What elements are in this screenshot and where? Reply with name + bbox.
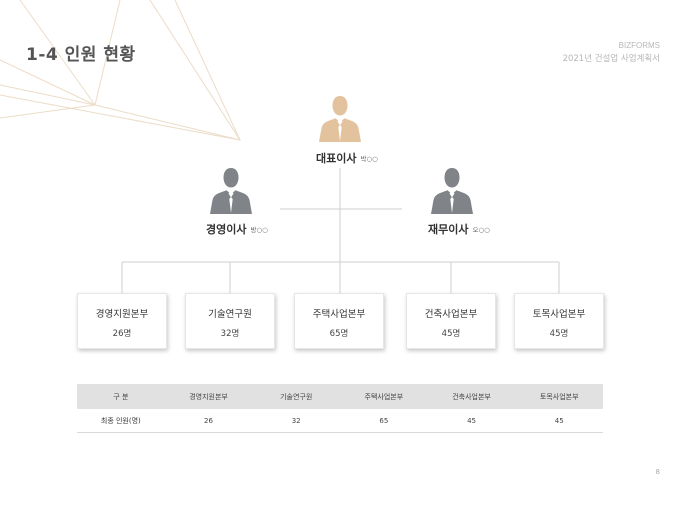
- dept-count: 26명: [112, 329, 132, 339]
- ceo-name: 박○○: [360, 155, 378, 163]
- decorative-geometric-lines: [0, 0, 242, 141]
- dept-name: 건축사업본부: [424, 309, 478, 320]
- table-cell: 45: [467, 416, 476, 425]
- dept-name: 토목사업본부: [532, 309, 586, 320]
- table-header-cell: 구 분: [113, 392, 129, 401]
- table-cell: 45: [554, 416, 564, 425]
- table-cell: 65: [379, 416, 389, 425]
- dept-count: 45명: [549, 329, 569, 339]
- dept-name: 경영지원본부: [95, 309, 149, 320]
- person-icon-ceo: [319, 96, 361, 142]
- brand-label: BIZFORMS: [618, 41, 660, 50]
- table-header-cell: 토목사업본부: [539, 392, 579, 401]
- person-icon-director-2: [431, 168, 473, 214]
- table-row: 최종 인원(명) 26 32 65 45 45: [77, 409, 603, 433]
- dept-name: 기술연구원: [208, 309, 252, 320]
- table-cell: 32: [291, 416, 301, 425]
- page-title: 1-4 인원 현황: [26, 45, 136, 65]
- director-1-title: 경영이사: [206, 223, 247, 236]
- dept-count: 45명: [441, 329, 461, 339]
- dept-box-management-support: 경영지원본부 26명: [77, 293, 167, 349]
- director-2-name: 오○○: [472, 226, 490, 234]
- dept-box-housing-business: 주택사업본부 65명: [294, 293, 384, 349]
- table-cell: 26: [204, 416, 213, 425]
- director-2-title: 재무이사: [428, 223, 469, 236]
- director-1-name: 방○○: [250, 226, 268, 234]
- table-header-cell: 주택사업본부: [364, 392, 404, 401]
- document-subtitle: 2021년 건설업 사업계획서: [562, 54, 660, 64]
- dept-name: 주택사업본부: [312, 309, 366, 320]
- person-icon-director-1: [210, 168, 252, 214]
- table-header-row: 구 분 경영지원본부 기술연구원 주택사업본부 건축사업본부 토목사업본부: [77, 384, 603, 409]
- ceo-title: 대표이사: [316, 152, 357, 165]
- headcount-table: 구 분 경영지원본부 기술연구원 주택사업본부 건축사업본부 토목사업본부 최종…: [77, 384, 603, 433]
- dept-box-architecture-business: 건축사업본부 45명: [406, 293, 496, 349]
- page-number: 8: [655, 468, 660, 476]
- dept-box-technology-research: 기술연구원 32명: [185, 293, 275, 349]
- dept-count: 65명: [329, 329, 349, 339]
- table-header-cell: 기술연구원: [280, 392, 313, 401]
- table-row-label: 최종 인원(명): [100, 416, 141, 425]
- dept-box-civil-engineering: 토목사업본부 45명: [514, 293, 604, 349]
- dept-count: 32명: [220, 329, 240, 339]
- table-header-cell: 경영지원본부: [189, 392, 228, 401]
- table-header-cell: 건축사업본부: [452, 392, 491, 401]
